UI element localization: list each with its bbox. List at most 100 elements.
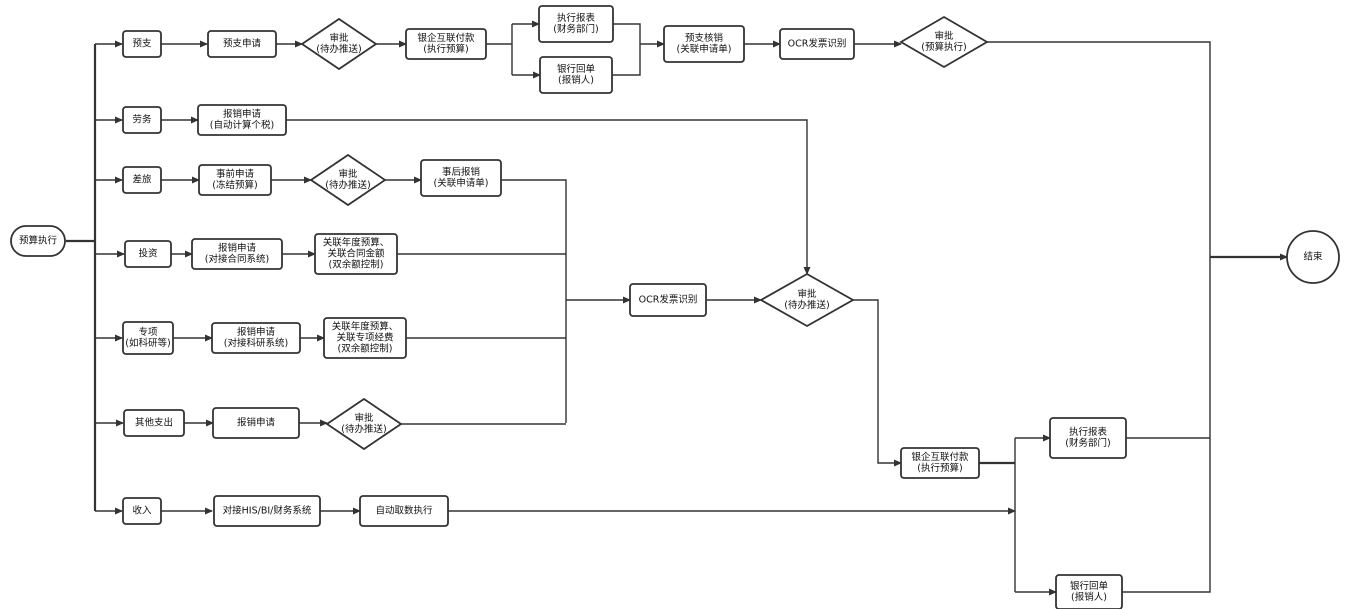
node-travel-pre-shape (198, 164, 272, 196)
connector-layer (66, 20, 1288, 596)
node-special-shape (122, 321, 174, 355)
node-special-label: 专项 (138, 326, 158, 338)
node-prepay-pay-shape (405, 28, 487, 60)
node-special-link-label: 关联专项经费 (336, 332, 393, 344)
node-mid-approve-label: (待办推送) (784, 299, 829, 311)
node-labor-claim-label: 报销申请 (223, 108, 262, 120)
node-mid-approve: 审批(待办推送) (759, 272, 855, 328)
node-invest-claim-label: (对接合同系统) (205, 253, 269, 265)
node-bottom-pay-shape (900, 447, 980, 479)
node-other-label: 其他支出 (135, 417, 173, 429)
node-invest-label: 投资 (138, 248, 158, 260)
node-bottom-report-label: (财务部门) (1065, 437, 1110, 449)
node-invest-claim-label: 报销申请 (218, 242, 257, 254)
node-travel-post-shape (420, 159, 502, 197)
node-income-his: 对接HIS/BI/财务系统 (213, 495, 321, 527)
node-other-claim: 报销申请 (212, 407, 300, 439)
end-node-shape (1286, 230, 1340, 284)
node-prepay-writeoff: 预支核销(关联申请单) (663, 25, 745, 63)
node-prepay-receipt-label: (报销人) (558, 74, 594, 86)
node-other: 其他支出 (123, 409, 185, 437)
node-income-his-shape (213, 495, 321, 527)
node-special-claim-label: 报销申请 (237, 326, 276, 338)
node-prepay-approve-label: 审批 (329, 32, 349, 44)
end-node: 结束 (1286, 230, 1340, 284)
node-prepay-apply-shape (207, 30, 277, 58)
edge-post-collector (501, 179, 567, 423)
node-prepay-label: 预支 (132, 38, 152, 50)
node-other-claim-shape (212, 407, 300, 439)
node-bottom-pay-label: 银企互联付款 (911, 451, 969, 463)
edge-approve2-end (987, 41, 1211, 257)
node-labor-label: 劳务 (132, 114, 152, 126)
node-labor-claim-shape (197, 104, 287, 136)
node-other-approve-shape (325, 397, 403, 451)
node-travel-post: 事后报销(关联申请单) (420, 159, 502, 197)
node-invest-claim: 报销申请(对接合同系统) (191, 238, 283, 270)
node-invest-link: 关联年度预算、关联合同金额(双余额控制) (314, 233, 398, 275)
node-prepay-ocr-label: OCR发票识别 (788, 38, 847, 50)
node-prepay-writeoff-label: 预支核销 (685, 32, 724, 44)
node-prepay-pay: 银企互联付款(执行预算) (405, 28, 487, 60)
node-invest-link-label: 关联年度预算、 (323, 237, 390, 249)
node-prepay-approve: 审批(待办推送) (300, 17, 378, 71)
node-invest-shape (124, 240, 172, 268)
node-bottom-pay: 银企互联付款(执行预算) (900, 447, 980, 479)
node-other-shape (123, 409, 185, 437)
node-special-link: 关联年度预算、关联专项经费(双余额控制) (323, 317, 407, 359)
node-travel-label: 差旅 (132, 174, 152, 186)
node-income-auto-label: 自动取数执行 (375, 505, 433, 517)
node-mid-ocr: OCR发票识别 (629, 283, 707, 317)
node-prepay-receipt-label: 银行回单 (557, 63, 596, 75)
node-bottom-receipt-shape (1055, 574, 1123, 609)
node-prepay-approve2-label: (预算执行) (921, 41, 966, 53)
node-invest-link-label: 关联合同金额 (327, 248, 385, 260)
start-node: 预算执行 (10, 225, 66, 257)
node-labor-claim-label: (自动计算个税) (210, 119, 274, 131)
node-prepay-apply-label: 预支申请 (223, 38, 262, 50)
node-bottom-receipt-label: (报销人) (1071, 591, 1107, 603)
node-travel: 差旅 (122, 166, 162, 194)
node-prepay-pay-label: 银企互联付款 (417, 32, 475, 44)
node-other-approve-label: (待办推送) (341, 423, 386, 435)
node-invest-link-shape (314, 233, 398, 275)
node-invest-claim-shape (191, 238, 283, 270)
edge-bottom-receipt-out (1122, 257, 1211, 593)
node-travel-pre: 事前申请(冻结预算) (198, 164, 272, 196)
node-prepay-writeoff-label: (关联申请单) (677, 43, 732, 55)
node-travel-post-label: (关联申请单) (434, 177, 489, 189)
edge-report-merge (613, 23, 641, 44)
node-travel-approve-label: 审批 (338, 168, 358, 180)
node-invest: 投资 (124, 240, 172, 268)
node-travel-approve: 审批(待办推送) (309, 153, 387, 207)
node-prepay-report: 执行报表(财务部门) (538, 5, 614, 43)
start-node-label: 预算执行 (19, 235, 58, 247)
node-prepay-approve2: 审批(预算执行) (899, 15, 989, 69)
node-bottom-report: 执行报表(财务部门) (1049, 417, 1127, 459)
node-travel-pre-label: (冻结预算) (212, 179, 257, 191)
node-special: 专项(如科研等) (122, 321, 174, 355)
node-income-shape (122, 497, 162, 525)
node-bottom-receipt: 银行回单(报销人) (1055, 574, 1123, 609)
edge-labor-approve (286, 119, 811, 275)
node-prepay: 预支 (122, 30, 162, 58)
node-prepay-approve-shape (300, 17, 378, 71)
node-prepay-report-label: 执行报表 (557, 12, 596, 24)
node-bottom-receipt-label: 银行回单 (1070, 580, 1109, 592)
node-prepay-receipt-shape (539, 56, 613, 94)
node-labor-shape (122, 106, 162, 134)
node-travel-pre-label: 事前申请 (216, 168, 255, 180)
node-prepay-ocr-shape (779, 28, 855, 60)
node-other-claim-label: 报销申请 (237, 417, 276, 429)
node-mid-approve-shape (759, 272, 855, 328)
edge-receipt-merge (612, 44, 641, 76)
node-special-label: (如科研等) (125, 337, 170, 349)
node-other-approve: 审批(待办推送) (325, 397, 403, 451)
node-bottom-report-shape (1049, 417, 1127, 459)
node-prepay-shape (122, 30, 162, 58)
node-special-claim: 报销申请(对接科研系统) (211, 322, 301, 354)
node-travel-post-label: 事后报销 (442, 166, 481, 178)
node-income: 收入 (122, 497, 162, 525)
node-income-his-label: 对接HIS/BI/财务系统 (223, 505, 312, 517)
